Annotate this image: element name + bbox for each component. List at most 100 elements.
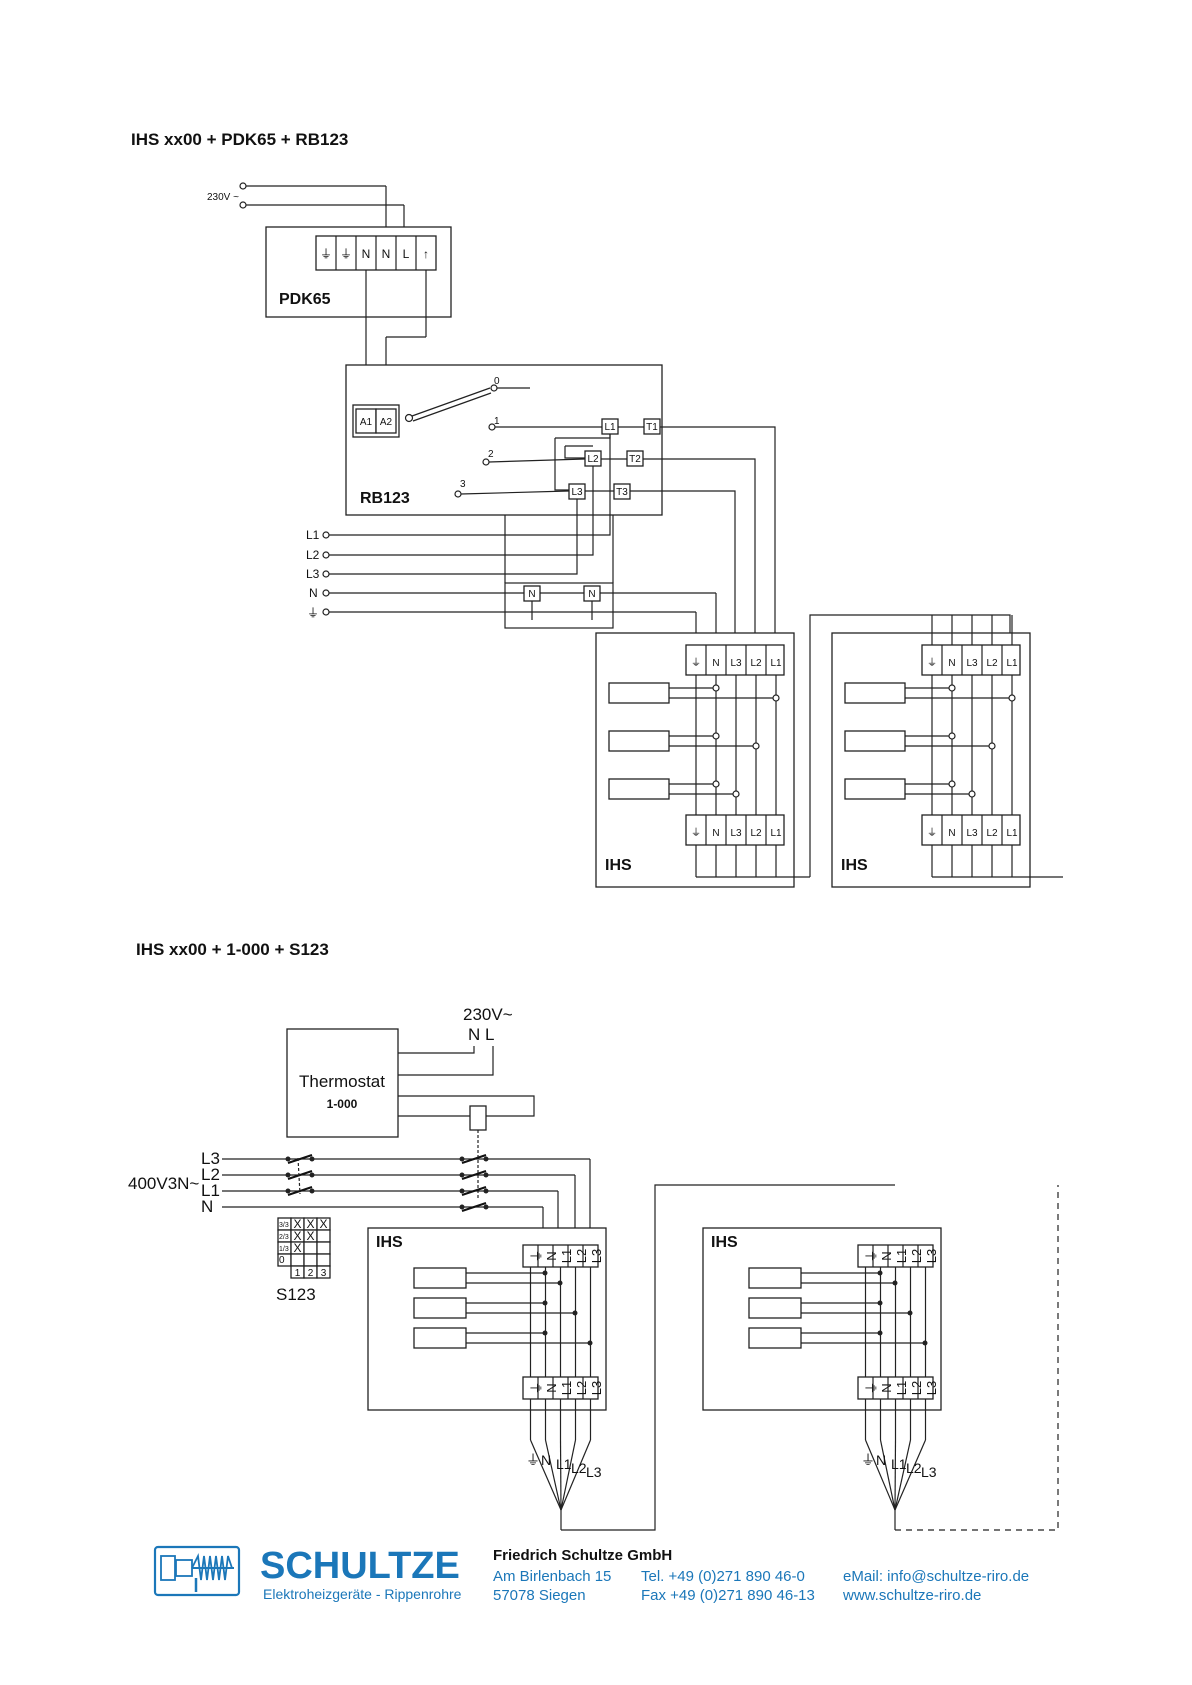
d1-h1-b5: L1 (770, 828, 782, 839)
terminal-label: L2 (574, 1249, 589, 1263)
d1-mains-pe: ⏚ (307, 606, 319, 620)
s123-mark: X (319, 1217, 327, 1231)
brand-tagline: Elektroheizgeräte - Rippenrohre (263, 1586, 462, 1602)
d2-mains-l1: L1 (201, 1181, 220, 1200)
terminal-label: L2 (909, 1381, 924, 1395)
d2-mains-l3: L3 (201, 1149, 220, 1168)
terminal-label: L1 (559, 1249, 574, 1263)
d1-h2-b5: L1 (1006, 828, 1018, 839)
d1-supply-label: 230V ~ (207, 192, 239, 203)
s123-cell (303, 1241, 318, 1255)
d1-h2-t3: L3 (966, 658, 978, 669)
junction (557, 1280, 563, 1286)
d1-heater-1-label: IHS (605, 857, 632, 874)
terminal-label: L3 (589, 1249, 604, 1263)
d1-h2-b1: ⏚ (927, 827, 937, 839)
pdk-term-4: N (382, 247, 391, 261)
terminal-label: ⏚ (864, 1249, 879, 1262)
d1-mains-n: N (309, 586, 318, 600)
d1-mains-l2: L2 (306, 548, 320, 562)
d1-heater-1: IHS ⏚ N L3 L2 L1 ⏚ N L3 L2 L1 (595, 632, 810, 888)
rb-pos-2: 2 (488, 449, 494, 460)
terminal-label: L1 (894, 1249, 909, 1263)
s123-mark: X (293, 1241, 301, 1255)
junction (892, 1280, 898, 1286)
rb-t2: T2 (629, 454, 641, 465)
bottom-label: N (876, 1452, 886, 1468)
rb-coil-a2: A2 (380, 417, 393, 428)
junction (907, 1310, 913, 1316)
d1-mains-l3: L3 (306, 567, 320, 581)
s123-mark: X (306, 1217, 314, 1231)
heating-element-1 (748, 1267, 802, 1289)
s123-cell (316, 1253, 331, 1267)
junction (572, 1310, 578, 1316)
company-tel: Tel. +49 (0)271 890 46-0 (641, 1568, 805, 1585)
d2-mains-l2: L2 (201, 1165, 220, 1184)
company-fax: Fax +49 (0)271 890 46-13 (641, 1587, 815, 1604)
fan-wire (529, 1439, 562, 1511)
heating-element-2 (748, 1297, 802, 1319)
pdk-term-6: ↑ (423, 247, 429, 261)
pdk65-label: PDK65 (279, 291, 331, 308)
bottom-label: ⏚ (526, 1452, 540, 1468)
rb-pos-1: 1 (494, 416, 500, 427)
rb-t1: T1 (646, 422, 658, 433)
d1-n-block-2: N (588, 589, 595, 600)
s123-mark: X (306, 1229, 314, 1243)
junction (877, 1270, 883, 1276)
d2-link-wire (561, 1184, 895, 1531)
d1-h1-t4: L2 (750, 658, 762, 669)
s123-col-label: 1 (295, 1268, 301, 1279)
rb-coil-a1: A1 (360, 417, 373, 428)
company-email[interactable]: eMail: info@schultze-riro.de (843, 1568, 1029, 1585)
s123-mark: X (293, 1217, 301, 1231)
d1-h1-t5: L1 (770, 658, 782, 669)
d2-mains-n: N (201, 1197, 213, 1216)
d1-mains-l1: L1 (306, 528, 320, 542)
d1-h1-b4: L2 (750, 828, 762, 839)
terminal-label: ⏚ (529, 1381, 544, 1394)
rb-t3: T3 (616, 487, 628, 498)
terminal-label: L2 (574, 1381, 589, 1395)
s123-cell (316, 1229, 331, 1243)
d1-heater-2-label: IHS (841, 857, 868, 874)
heating-element-2 (413, 1297, 467, 1319)
s123-cell (303, 1253, 318, 1267)
heating-element-1 (413, 1267, 467, 1289)
bottom-label: L1 (556, 1456, 572, 1472)
rb-l2: L2 (587, 454, 599, 465)
bottom-label: N (541, 1452, 551, 1468)
s123-col-label: 3 (321, 1268, 327, 1279)
heater-label-2: IHS (711, 1234, 738, 1251)
bottom-label: L3 (921, 1464, 937, 1480)
terminal-label: N (879, 1383, 894, 1392)
heating-element-3 (748, 1327, 802, 1349)
terminal-label: L3 (589, 1381, 604, 1395)
company-web[interactable]: www.schultze-riro.de (842, 1587, 981, 1604)
terminal-label: N (879, 1251, 894, 1260)
terminal-label: N (544, 1251, 559, 1260)
terminal-label: L2 (909, 1249, 924, 1263)
terminal-label: L3 (924, 1249, 939, 1263)
d1-h1-b2: N (712, 828, 719, 839)
d1-h2-t4: L2 (986, 658, 998, 669)
fan-wire (560, 1439, 577, 1511)
rb123-unit: A1 A2 0 1 2 3 L1 L2 L3 T1 T2 T3 (345, 364, 663, 516)
junction (542, 1300, 548, 1306)
thermostat-label: Thermostat (299, 1072, 385, 1091)
rb-l3: L3 (571, 487, 583, 498)
d1-h2-t2: N (948, 658, 955, 669)
rb-l1: L1 (604, 422, 616, 433)
bottom-label: L1 (891, 1456, 907, 1472)
schultze-logo (153, 1545, 241, 1597)
heating-element-3 (413, 1327, 467, 1349)
d2-mains-label: 400V3N~ (128, 1174, 199, 1193)
terminal-label: ⏚ (864, 1381, 879, 1394)
s123-row-label: 2/3 (279, 1234, 289, 1241)
fan-wire (864, 1439, 896, 1511)
pdk-term-2: ⏚ (340, 247, 352, 261)
